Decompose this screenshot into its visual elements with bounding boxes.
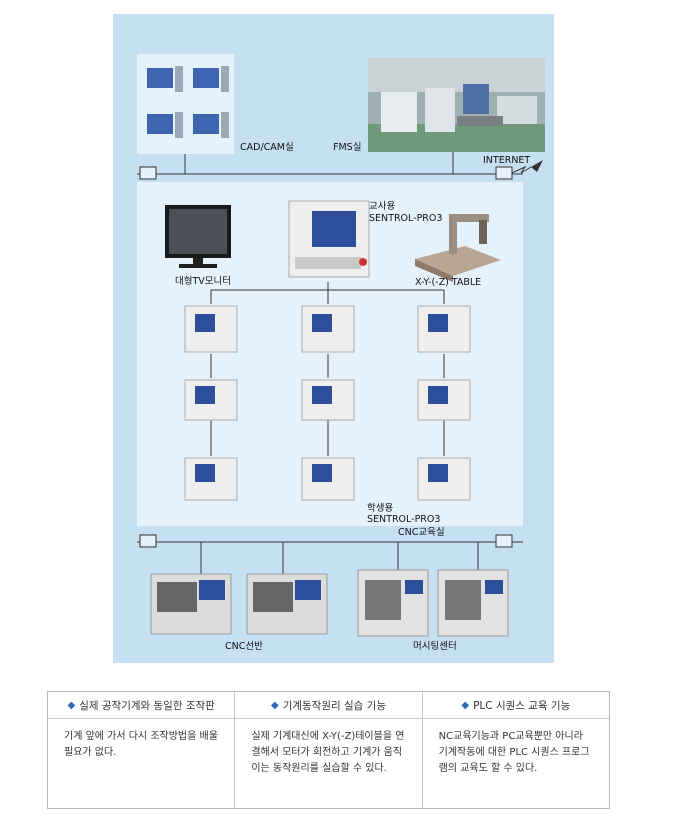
student-controllers [184,305,471,501]
diamond-bullet-icon: ◆ [461,699,470,711]
tv-label: 대형TV모니터 [175,276,232,287]
network-diagram: CAD/CAM실 FMS실 INTERNET 교사용 SENTROL-PRO3 … [113,14,554,663]
teacher-controller [288,200,370,278]
bottom-network [137,534,523,574]
cnc-lathe-label: CNC선반 [225,641,263,652]
feature-table: ◆ 실제 공작기계와 동일한 조작판 기계 앞에 가서 다시 조작방법을 배울 … [47,691,610,809]
diamond-bullet-icon: ◆ [271,699,279,711]
teacher-label-2: SENTROL-PRO3 [369,213,443,224]
student-label-2: SENTROL-PRO3 [367,514,441,525]
internet-arrow [531,160,543,172]
cnc-lathes [150,573,328,635]
feature-header: ◆ 실제 공작기계와 동일한 조작판 [48,692,235,719]
machining-centers [357,569,509,637]
cadcam-computers [147,66,229,138]
fms-room-photo [368,58,545,152]
top-network [137,152,532,180]
feature-header: ◆ PLC 시퀀스 교육 기능 [422,692,609,719]
cadcam-label: CAD/CAM실 [240,142,294,153]
feature-body: 실제 기계대신에 X-Y(-Z)테이블을 연결해서 모터가 회전하고 기계가 움… [251,731,405,774]
feature-header: ◆ 기계동작원리 실습 기능 [235,692,422,719]
internet-label: INTERNET [483,155,531,166]
feature-column: ◆ 기계동작원리 실습 기능 실제 기계대신에 X-Y(-Z)테이블을 연결해서… [235,692,423,808]
xyz-table-label: X-Y-(-Z) TABLE [415,277,482,288]
feature-title: 실제 공작기계와 동일한 조작판 [79,699,215,712]
feature-body: NC교육기능과 PC교육뿐만 아니라 기계작동에 대한 PLC 시퀀스 프로그램… [438,731,590,774]
cnc-room-label: CNC교육실 [398,527,445,538]
feature-column: ◆ 실제 공작기계와 동일한 조작판 기계 앞에 가서 다시 조작방법을 배울 … [48,692,236,808]
feature-body: 기계 앞에 가서 다시 조작방법을 배울 필요가 없다. [64,731,218,758]
student-network [210,282,445,456]
diagram-graphics [137,58,545,637]
student-screens [195,314,448,482]
feature-column: ◆ PLC 시퀀스 교육 기능 NC교육기능과 PC교육뿐만 아니라 기계작동에… [422,692,609,808]
feature-title: PLC 시퀀스 교육 기능 [473,699,571,712]
tv-monitor [165,205,231,268]
student-label-1: 학생용 [367,503,394,514]
diamond-bullet-icon: ◆ [67,699,76,711]
xyz-table [415,214,501,282]
teacher-label-1: 교사용 [369,201,396,212]
feature-title: 기계동작원리 실습 기능 [282,699,386,712]
fms-label: FMS실 [333,142,362,153]
machining-center-label: 머시팅센터 [413,641,457,652]
